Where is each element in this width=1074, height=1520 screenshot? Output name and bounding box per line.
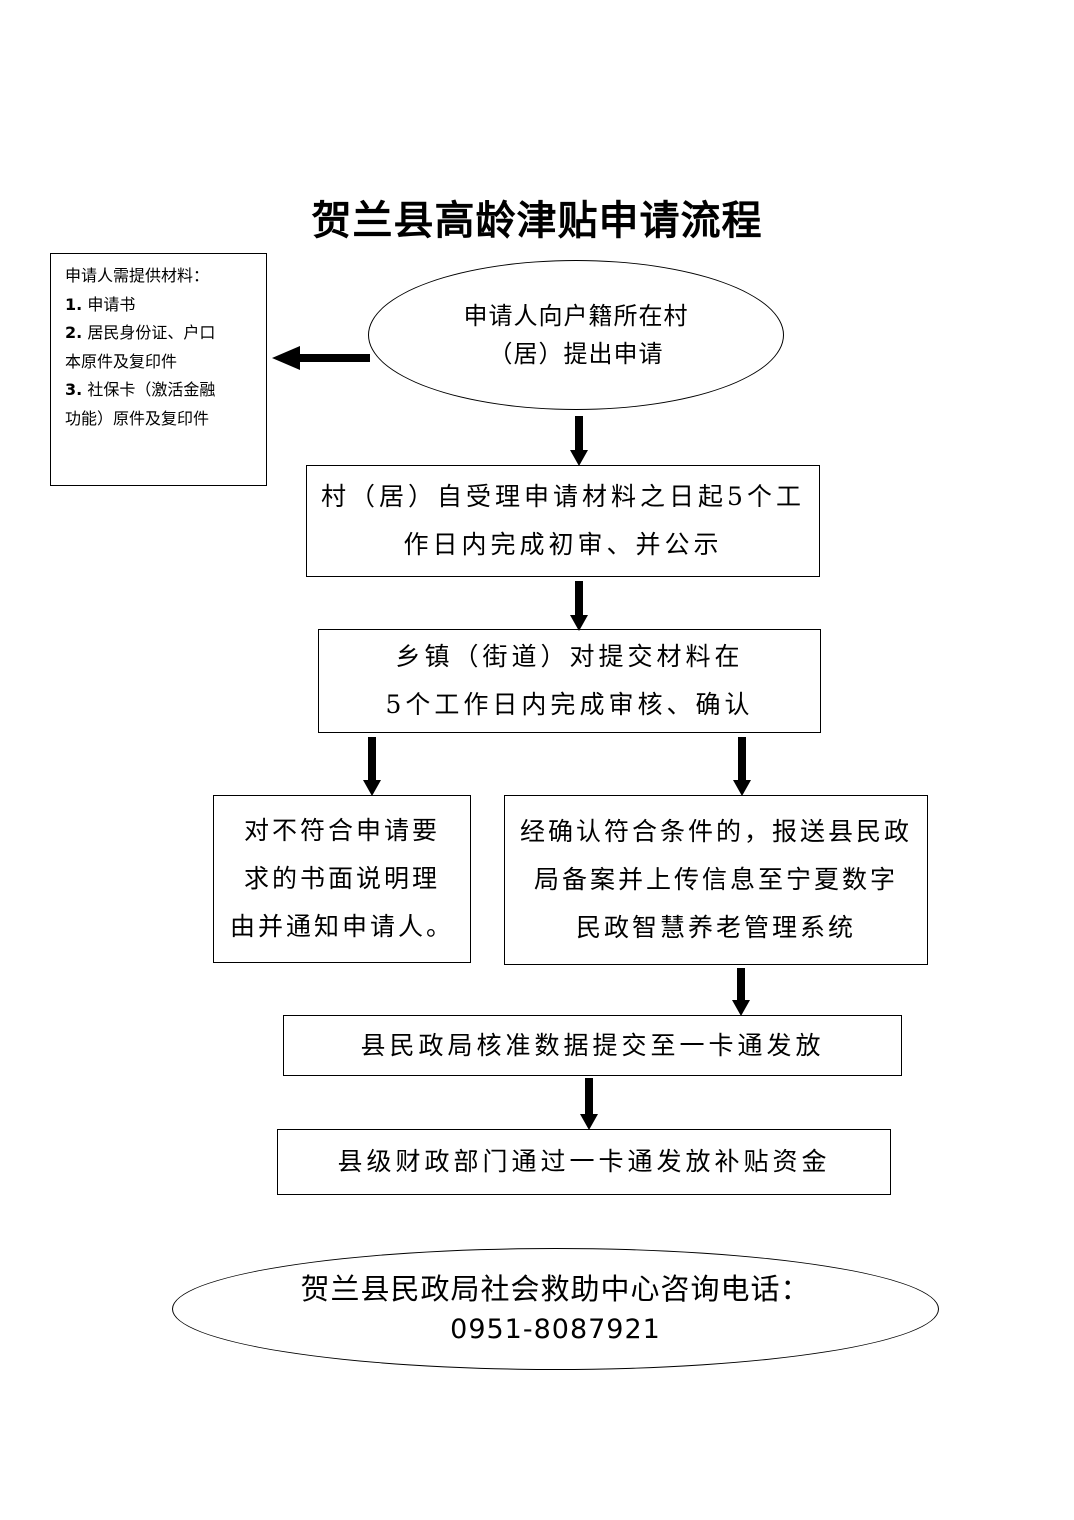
reject-line-3: 由并通知申请人。 (229, 912, 454, 941)
contact-phone: 0951-8087921 (450, 1314, 661, 1345)
step-township-review-line-1: 乡镇（街道）对提交材料在 (395, 642, 744, 671)
materials-item-1: 1. 申请书 (65, 291, 256, 320)
start-line-2: （居）提出申请 (488, 340, 664, 368)
arrow-approve-to-step3 (732, 968, 750, 1016)
materials-item-1-num: 1. (65, 294, 83, 314)
materials-item-3-text: 社保卡（激活金融 (87, 380, 216, 399)
approve-box: 经确认符合条件的，报送县民政 局备案并上传信息至宁夏数字 民政智慧养老管理系统 (504, 795, 928, 965)
arrow-step2-to-approve (733, 737, 751, 796)
reject-line-1: 对不符合申请要 (243, 816, 440, 845)
reject-box: 对不符合申请要 求的书面说明理 由并通知申请人。 (213, 795, 471, 963)
arrow-step2-to-reject (363, 737, 381, 796)
materials-item-2-text: 居民身份证、户口 (87, 323, 216, 342)
materials-item-3-num: 3. (65, 380, 83, 399)
step-county-approval-line: 县民政局核准数据提交至一卡通发放 (360, 1030, 825, 1060)
step-county-approval: 县民政局核准数据提交至一卡通发放 (283, 1015, 902, 1076)
approve-line-2: 局备案并上传信息至宁夏数字 (533, 865, 898, 894)
step-fund-disbursement-line: 县级财政部门通过一卡通发放补贴资金 (337, 1147, 831, 1176)
materials-heading: 申请人需提供材料： (65, 266, 210, 285)
materials-item-2-num: 2. (65, 323, 83, 342)
materials-item-3: 3. 社保卡（激活金融 (65, 376, 256, 405)
step-township-review-line-2: 5个工作日内完成审核、确认 (385, 690, 754, 719)
arrow-start-to-step1 (570, 416, 588, 466)
step-initial-review-line-2: 作日内完成初审、并公示 (403, 530, 723, 559)
step-township-review: 乡镇（街道）对提交材料在 5个工作日内完成审核、确认 (318, 629, 821, 733)
materials-item-2-cont: 本原件及复印件 (65, 351, 178, 371)
start-line-1: 申请人向户籍所在村 (463, 302, 689, 330)
materials-item-3-cont: 功能）原件及复印件 (65, 408, 210, 428)
arrow-step3-to-step4 (580, 1078, 598, 1130)
contact-ellipse: 贺兰县民政局社会救助中心咨询电话： 0951-8087921 (172, 1248, 939, 1370)
approve-line-3: 民政智慧养老管理系统 (575, 913, 856, 942)
arrow-step1-to-step2 (570, 581, 588, 631)
materials-item-1-text: 申请书 (87, 294, 136, 314)
materials-item-2: 2. 居民身份证、户口 (65, 319, 256, 348)
start-ellipse: 申请人向户籍所在村 （居）提出申请 (368, 260, 784, 410)
materials-box: 申请人需提供材料： 1. 申请书 2. 居民身份证、户口 本原件及复印件 3. … (50, 253, 267, 486)
contact-label: 贺兰县民政局社会救助中心咨询电话： (300, 1272, 811, 1306)
reject-line-2: 求的书面说明理 (243, 864, 440, 893)
arrow-to-materials (272, 346, 370, 370)
step-initial-review-line-1: 村（居）自受理申请材料之日起5个工 (321, 482, 805, 511)
step-fund-disbursement: 县级财政部门通过一卡通发放补贴资金 (277, 1129, 891, 1195)
page-title: 贺兰县高龄津贴申请流程 (311, 197, 763, 244)
step-initial-review: 村（居）自受理申请材料之日起5个工 作日内完成初审、并公示 (306, 465, 820, 577)
approve-line-1: 经确认符合条件的，报送县民政 (519, 817, 912, 846)
